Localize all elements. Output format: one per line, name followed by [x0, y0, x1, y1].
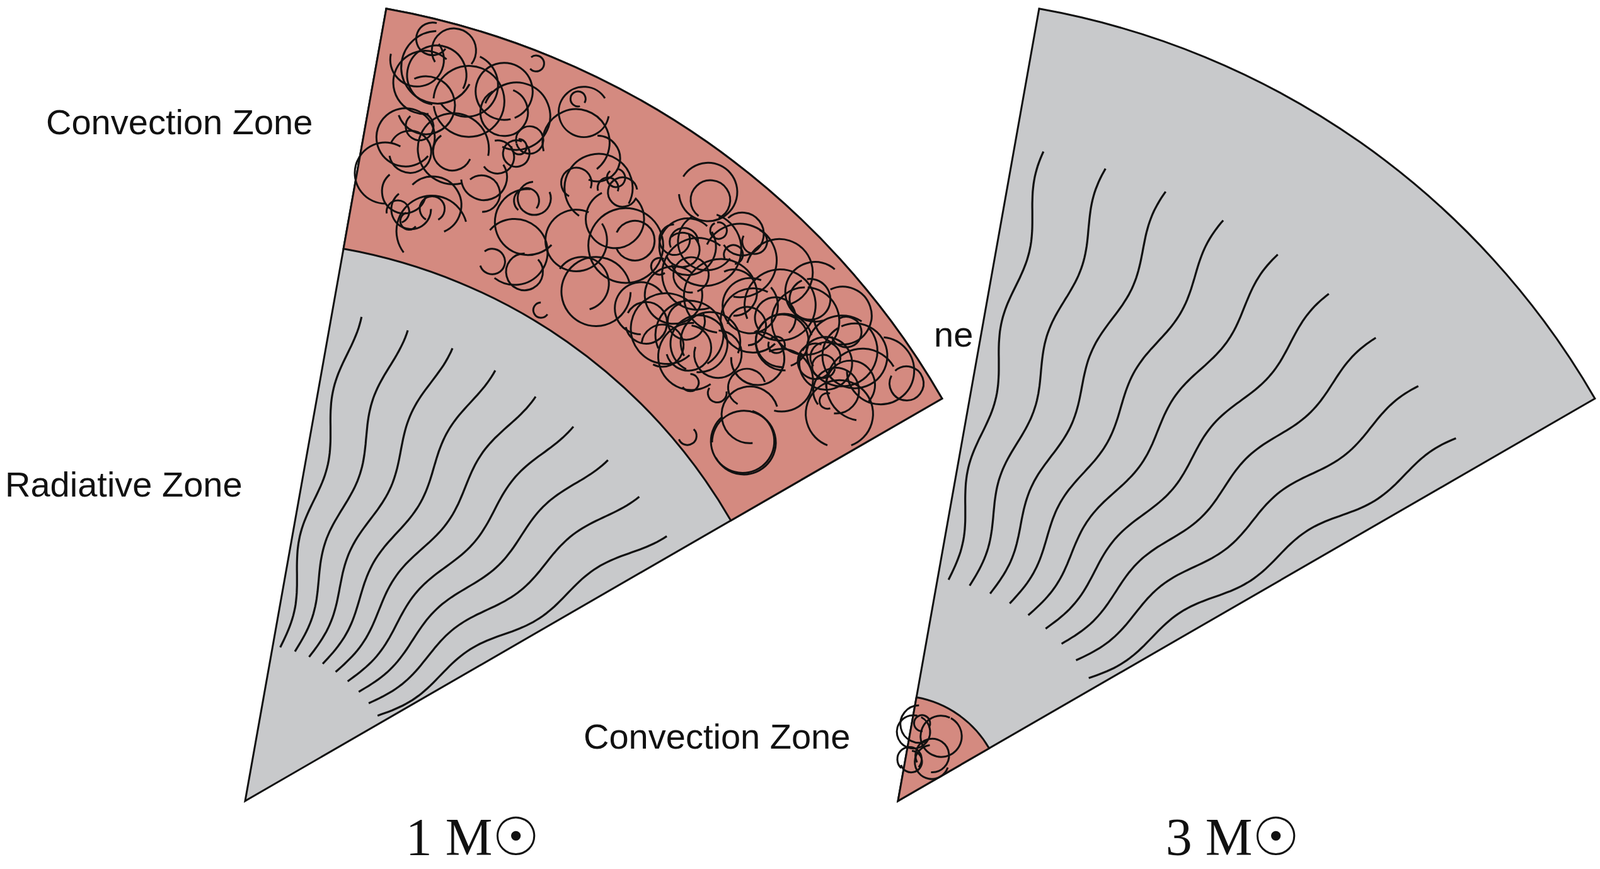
- convection-swirl: [670, 315, 728, 372]
- zone-label: Convection Zone: [583, 717, 851, 757]
- convection-swirl: [755, 314, 809, 368]
- convection-swirl: [679, 162, 738, 222]
- convection-zone: [343, 8, 943, 521]
- convection-swirl: [586, 192, 645, 248]
- convection-swirl: [393, 51, 447, 115]
- convection-swirl: [724, 269, 757, 316]
- convection-swirl: [558, 86, 609, 138]
- radiation-wave: [948, 151, 1044, 581]
- convection-swirl: [545, 209, 608, 272]
- convection-swirl: [615, 282, 663, 335]
- convection-swirl: [915, 745, 948, 780]
- convection-swirl: [901, 751, 922, 773]
- convection-swirl: [480, 90, 528, 137]
- mass-label: 1 M☉: [405, 808, 541, 867]
- convection-swirl: [657, 322, 711, 390]
- convection-swirl: [470, 175, 500, 212]
- convection-swirl: [542, 109, 610, 169]
- convection-swirl: [722, 277, 779, 334]
- convection-swirl: [662, 238, 721, 311]
- radiation-wave: [1009, 220, 1224, 604]
- radiation-wave: [322, 370, 496, 665]
- convection-swirl: [597, 177, 619, 192]
- convection-swirl: [564, 153, 633, 216]
- convection-swirl: [502, 140, 530, 167]
- convection-swirl: [517, 182, 552, 216]
- convection-swirl: [785, 262, 835, 323]
- radiative-zone: [245, 8, 943, 801]
- zone-label: Convection Zone: [46, 102, 313, 142]
- convection-swirl: [682, 374, 699, 392]
- partial-label: ne: [933, 315, 973, 355]
- convection-swirl: [489, 218, 548, 285]
- convection-swirl: [846, 337, 915, 404]
- convection-swirl: [494, 189, 552, 256]
- convection-swirl: [529, 55, 544, 72]
- convection-swirl: [354, 142, 401, 204]
- radiation-wave: [309, 348, 454, 658]
- convection-swirl: [630, 293, 696, 364]
- convection-swirl: [666, 325, 712, 372]
- radiation-wave: [335, 396, 536, 672]
- convection-swirl: [826, 348, 894, 421]
- convection-swirl: [386, 200, 409, 223]
- convection-swirl: [419, 195, 445, 220]
- convection-swirl: [417, 113, 490, 185]
- zone-label: Radiative Zone: [5, 465, 243, 505]
- convection-swirl: [712, 410, 776, 475]
- convection-swirl: [671, 214, 742, 287]
- radiative-zone: [897, 8, 1595, 801]
- convection-swirl: [805, 379, 874, 445]
- convection-swirl: [724, 245, 743, 265]
- convection-swirl: [678, 429, 697, 445]
- convection-swirl: [771, 287, 840, 355]
- convection-swirl: [401, 30, 470, 104]
- radiation-wave: [989, 191, 1166, 594]
- radiation-wave: [294, 330, 408, 652]
- convection-swirl: [431, 28, 476, 65]
- convection-swirl: [432, 135, 471, 171]
- convection-swirl: [625, 301, 667, 344]
- convection-swirl: [889, 366, 924, 401]
- radiation-wave: [280, 316, 362, 648]
- radiation-wave: [347, 426, 574, 682]
- convection-swirl: [813, 368, 859, 414]
- convection-swirl: [475, 63, 534, 121]
- radiation-wave: [1045, 293, 1329, 629]
- radiation-wave: [368, 496, 639, 704]
- convection-swirl: [533, 302, 547, 318]
- convection-swirl: [415, 22, 446, 56]
- convection-swirl: [814, 286, 873, 345]
- mass-label: 3 M☉: [1165, 808, 1301, 867]
- convection-swirl: [683, 258, 753, 333]
- convection-swirl: [559, 257, 609, 310]
- convection-swirl: [690, 180, 731, 219]
- convection-swirl: [480, 248, 505, 275]
- convection-swirl: [897, 747, 922, 769]
- convection-swirl: [570, 91, 586, 107]
- convection-swirl: [389, 130, 432, 173]
- convection-swirl: [831, 316, 862, 348]
- radiation-wave: [1028, 254, 1278, 616]
- convection-swirl: [678, 216, 731, 271]
- radiation-wave: [358, 460, 609, 692]
- convection-swirl: [641, 324, 684, 367]
- convection-swirl: [900, 705, 927, 743]
- convection-swirl: [440, 56, 498, 117]
- convection-swirl: [744, 269, 816, 341]
- convection-swirl: [707, 223, 777, 297]
- radiation-wave: [377, 536, 667, 716]
- convection-swirl: [707, 388, 727, 403]
- radiation-wave: [1061, 337, 1377, 645]
- radiation-wave: [1088, 438, 1457, 679]
- convection-swirl: [822, 323, 888, 389]
- radiation-wave: [1076, 386, 1419, 661]
- convection-swirl: [412, 176, 462, 232]
